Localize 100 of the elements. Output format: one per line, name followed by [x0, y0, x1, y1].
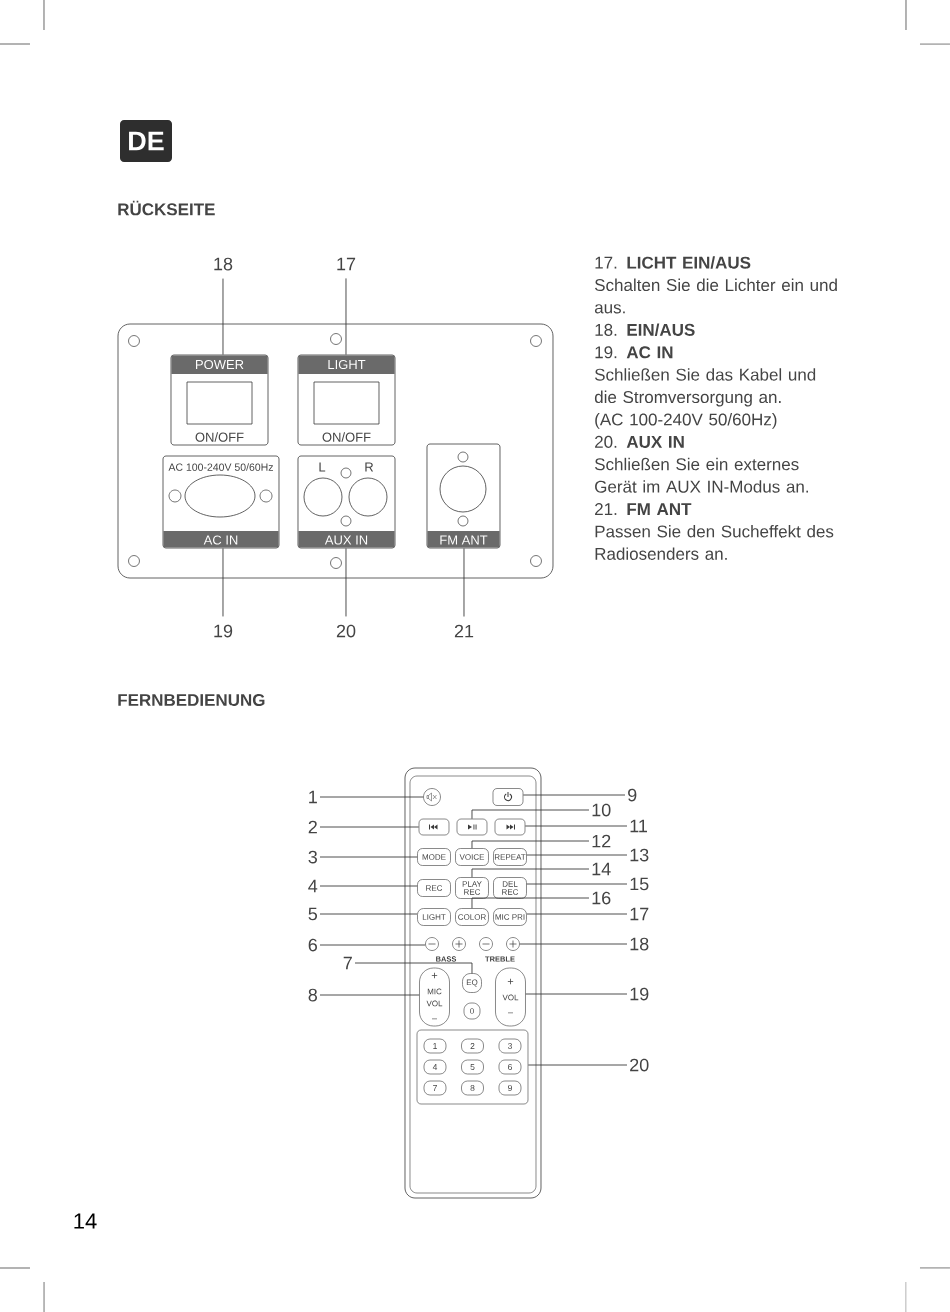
callout-number: 19 — [630, 987, 649, 1001]
bass-up-button — [452, 937, 466, 951]
repeat-button: REPEAT — [493, 848, 527, 866]
callout-number: 2 — [308, 820, 317, 834]
item-heading: Schließen Sie ein externes Gerät im AUX IN-Modus an. — [594, 457, 808, 493]
volume-rocker: + VOL – — [495, 967, 526, 1027]
callout-number: 20 — [336, 624, 356, 638]
item-heading: 19. AC IN — [595, 346, 673, 359]
callout-number: 7 — [343, 956, 352, 970]
item-heading: 17. LICHT EIN/AUS — [595, 256, 751, 269]
callout-number: 19 — [214, 624, 233, 638]
leader-line — [319, 796, 424, 798]
leader-line — [471, 868, 590, 878]
eq-button: EQ — [462, 973, 482, 993]
number-key: 4 — [423, 1059, 447, 1075]
play-record-button: PLAY REC — [455, 877, 489, 899]
callout-number: 11 — [630, 819, 647, 833]
callout-number: 20 — [630, 1058, 649, 1072]
aux-socket: L R AUX IN — [297, 455, 396, 549]
leader-line — [527, 1064, 628, 1066]
bass-down-button — [425, 937, 439, 951]
callout-number: 12 — [592, 834, 611, 848]
leader-line — [522, 794, 626, 796]
callout-number: 3 — [308, 850, 317, 864]
zero-button: 0 — [463, 1002, 481, 1020]
back-panel-drawing — [117, 323, 554, 579]
voice-button: VOICE — [455, 848, 489, 866]
page-number: 14 — [74, 1213, 97, 1229]
antenna-socket: FM ANT — [426, 443, 501, 549]
power-switch: POWER ON/OFF — [170, 354, 269, 446]
section-heading: FERNBEDIENUNG — [118, 694, 265, 707]
callout-number: 6 — [308, 938, 317, 952]
leader-line — [526, 854, 628, 856]
leader-line — [222, 547, 224, 617]
callout-number: 4 — [308, 879, 318, 893]
callout-number: 5 — [308, 907, 318, 921]
treble-down-button — [479, 937, 493, 951]
callout-number: 1 — [309, 790, 317, 804]
number-key: 2 — [461, 1038, 484, 1054]
leader-line — [354, 962, 473, 974]
leader-line — [319, 885, 418, 887]
leader-line — [319, 856, 418, 858]
remote-control — [404, 767, 542, 1199]
leader-line — [471, 809, 590, 820]
mute-button — [423, 788, 441, 806]
description-text: Schließen Sie das Kabel und die Stromversorgung an. — [594, 368, 816, 407]
callout-number: 16 — [592, 891, 611, 905]
number-key: 6 — [498, 1059, 522, 1075]
leader-line — [345, 547, 347, 617]
callout-number: 15 — [630, 877, 649, 891]
number-key: 5 — [461, 1059, 484, 1075]
treble-up-button — [506, 937, 520, 951]
leader-line — [345, 277, 347, 356]
leader-line — [319, 826, 420, 828]
description-text: Passen Sie den Sucheffekt des Radiosenders an. — [595, 525, 834, 560]
callout-number: 9 — [628, 788, 637, 802]
delete-record-button: DEL REC — [493, 877, 527, 899]
power-button — [492, 788, 524, 806]
play-pause-button — [456, 818, 488, 836]
callout-number: 17 — [630, 907, 649, 921]
mic-priority-button: MIC PRI — [493, 908, 527, 926]
description-text: 20. AUX IN — [595, 435, 684, 448]
item-heading: 18. EIN/AUS — [595, 323, 695, 337]
callout-number: 13 — [630, 848, 649, 862]
ac-socket: AC 100-240V 50/60Hz AC IN — [162, 455, 280, 549]
section-heading: RÜCKSEITE — [118, 200, 215, 216]
leader-line — [319, 944, 426, 946]
callout-number: 14 — [592, 862, 611, 876]
callout-number: 21 — [454, 624, 474, 638]
description-text: Schalten Sie die Lichter ein und aus. — [594, 278, 837, 314]
leader-line — [471, 897, 590, 909]
leader-line — [525, 993, 628, 995]
mic-volume-rocker: + MIC VOL – — [419, 967, 450, 1027]
keypad-panel — [416, 1029, 529, 1105]
number-key: 8 — [461, 1080, 484, 1096]
leader-line — [222, 278, 224, 356]
item-heading: (AC 100-240V 50/60Hz) — [595, 413, 777, 429]
callout-number: 17 — [337, 257, 356, 271]
previous-button — [418, 818, 450, 836]
number-key: 1 — [423, 1038, 447, 1054]
light-switch: LIGHT ON/OFF — [297, 354, 396, 446]
leader-line — [524, 825, 628, 827]
leader-line — [319, 994, 420, 996]
leader-line — [471, 840, 590, 849]
number-key: 7 — [423, 1080, 447, 1096]
number-key: 9 — [498, 1080, 522, 1096]
leader-line — [463, 547, 465, 617]
language-badge: DE — [120, 120, 172, 162]
callout-number: 18 — [214, 257, 233, 271]
leader-line — [519, 943, 628, 945]
mode-button: MODE — [417, 848, 451, 866]
leader-line — [526, 883, 628, 885]
record-button: REC — [417, 879, 451, 897]
callout-number: 8 — [308, 988, 318, 1002]
leader-line — [526, 913, 628, 915]
next-button — [494, 818, 526, 836]
callout-number: 10 — [592, 803, 611, 817]
leader-line — [319, 913, 418, 915]
description-text: 21. FM ANT — [595, 503, 692, 515]
color-button: COLOR — [455, 908, 489, 926]
